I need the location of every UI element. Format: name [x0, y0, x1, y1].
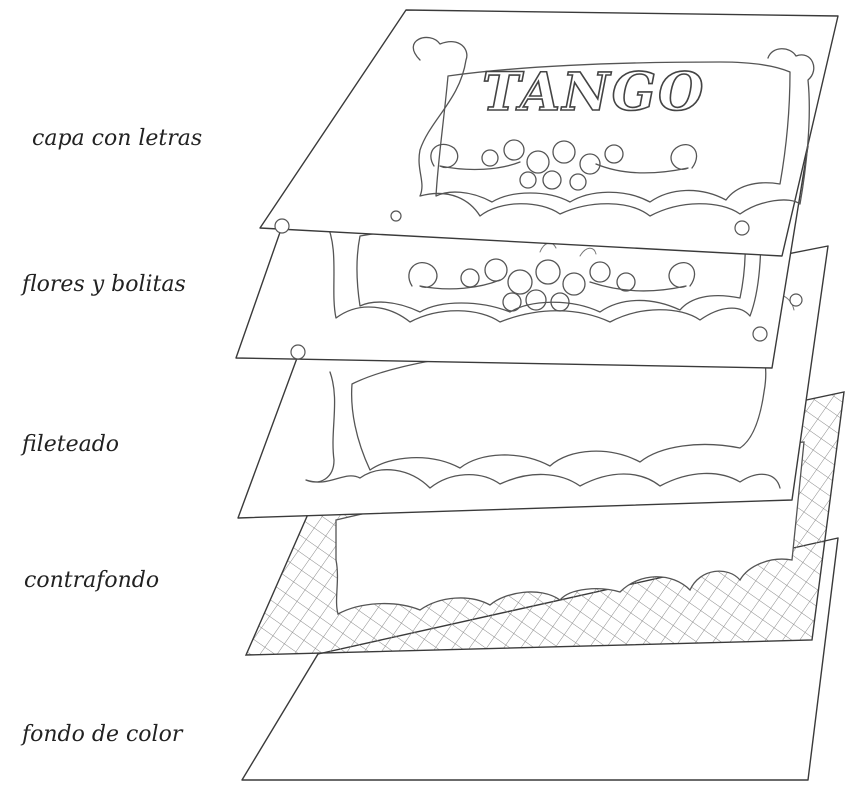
bolita-left: [291, 345, 305, 359]
letras-hole-bottom: [391, 211, 401, 221]
letras-hole-left: [275, 219, 289, 233]
bolita-right: [753, 327, 767, 341]
sign-text-tango: TANGO: [482, 62, 705, 123]
bolita-right-upper: [790, 294, 802, 306]
letras-hole-right: [735, 221, 749, 235]
sheet-letras: [260, 10, 838, 256]
layer-capa-con-letras: TANGO: [260, 10, 838, 256]
